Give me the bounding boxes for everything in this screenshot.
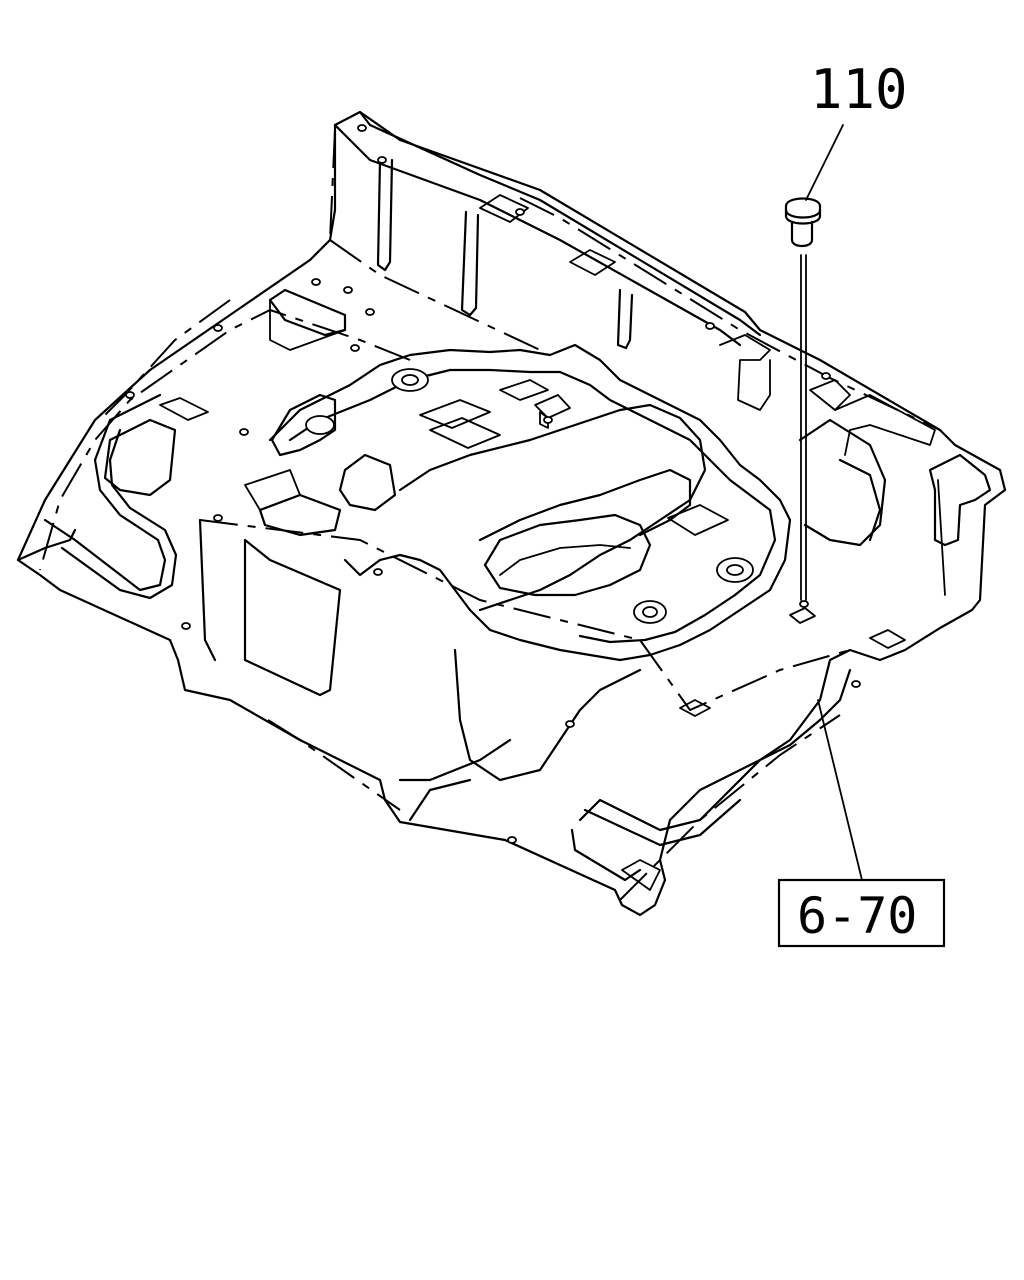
reference-number-label[interactable]: 6-70 <box>797 887 917 945</box>
leader-line-110 <box>805 124 844 201</box>
reference-box[interactable]: 6-70 <box>777 878 946 948</box>
plug-part-icon[interactable] <box>784 197 822 248</box>
panel-holes <box>125 124 861 844</box>
floor-panel-drawing <box>16 110 1007 917</box>
part-number-label[interactable]: 110 <box>810 58 908 121</box>
install-line <box>800 254 807 601</box>
leader-line-6-70 <box>817 699 863 881</box>
